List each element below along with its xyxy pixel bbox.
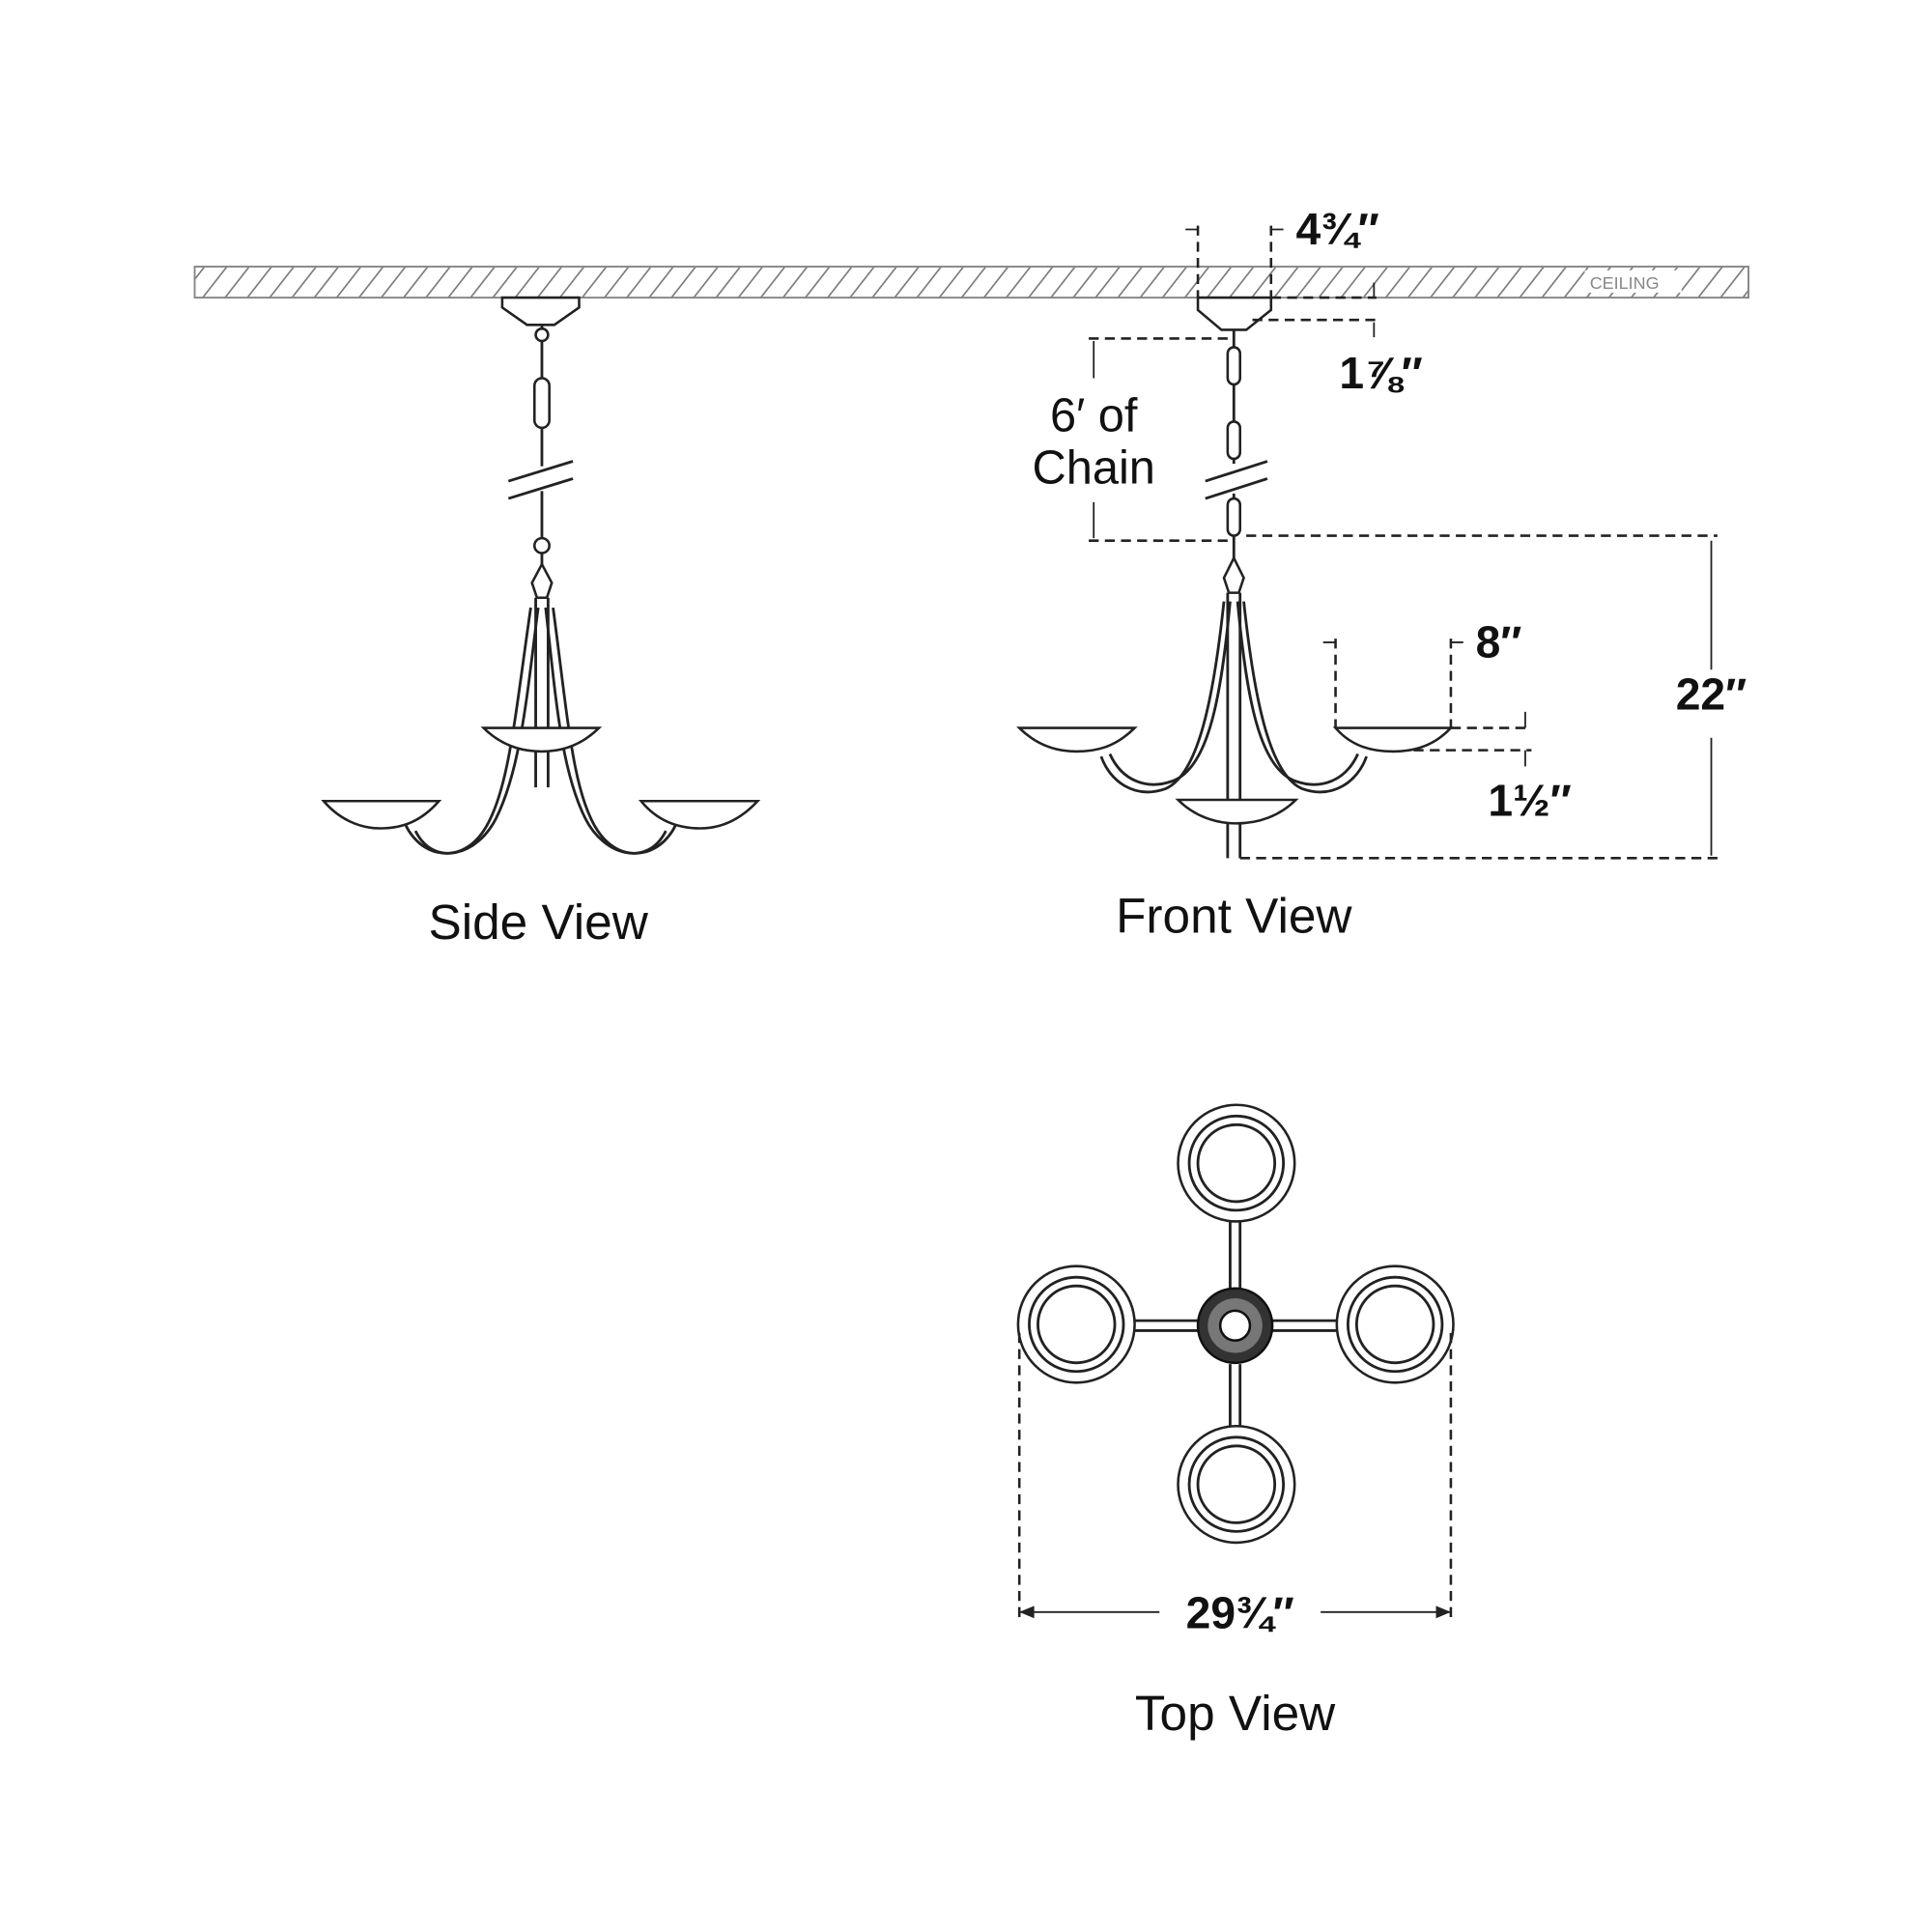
top-shade-bottom [1177, 1424, 1296, 1545]
front-view-drawing [1016, 296, 1454, 859]
top-shade-left [1016, 1264, 1136, 1384]
top-view-label: Top View [1135, 1686, 1336, 1741]
shade-width-dimension: 8″ [1476, 616, 1522, 667]
top-hub [1196, 1287, 1274, 1365]
overall-width-dimension: 29¾″ [1186, 1587, 1294, 1637]
canopy-height-dimension: 1⅞″ [1339, 348, 1422, 398]
ceiling: CEILING [193, 266, 1749, 299]
ceiling-label: CEILING [1590, 273, 1660, 293]
chain-length-line1: 6′ of [1050, 390, 1138, 442]
front-view-dimension-lines [1089, 225, 1718, 860]
chain-length-line2: Chain [1033, 442, 1155, 495]
shade-height-dimension: 1½″ [1488, 776, 1571, 826]
overall-height-dimension: 22″ [1676, 668, 1747, 719]
side-view-label: Side View [428, 895, 648, 950]
canopy-width-dimension: 4¾″ [1295, 204, 1378, 254]
top-view-dimension-lines [1017, 1332, 1453, 1619]
top-shade-right [1335, 1264, 1455, 1384]
top-shade-top [1177, 1103, 1296, 1223]
front-view-label: Front View [1116, 888, 1352, 943]
side-view-drawing [321, 296, 761, 855]
top-view-drawing [1016, 1103, 1455, 1545]
